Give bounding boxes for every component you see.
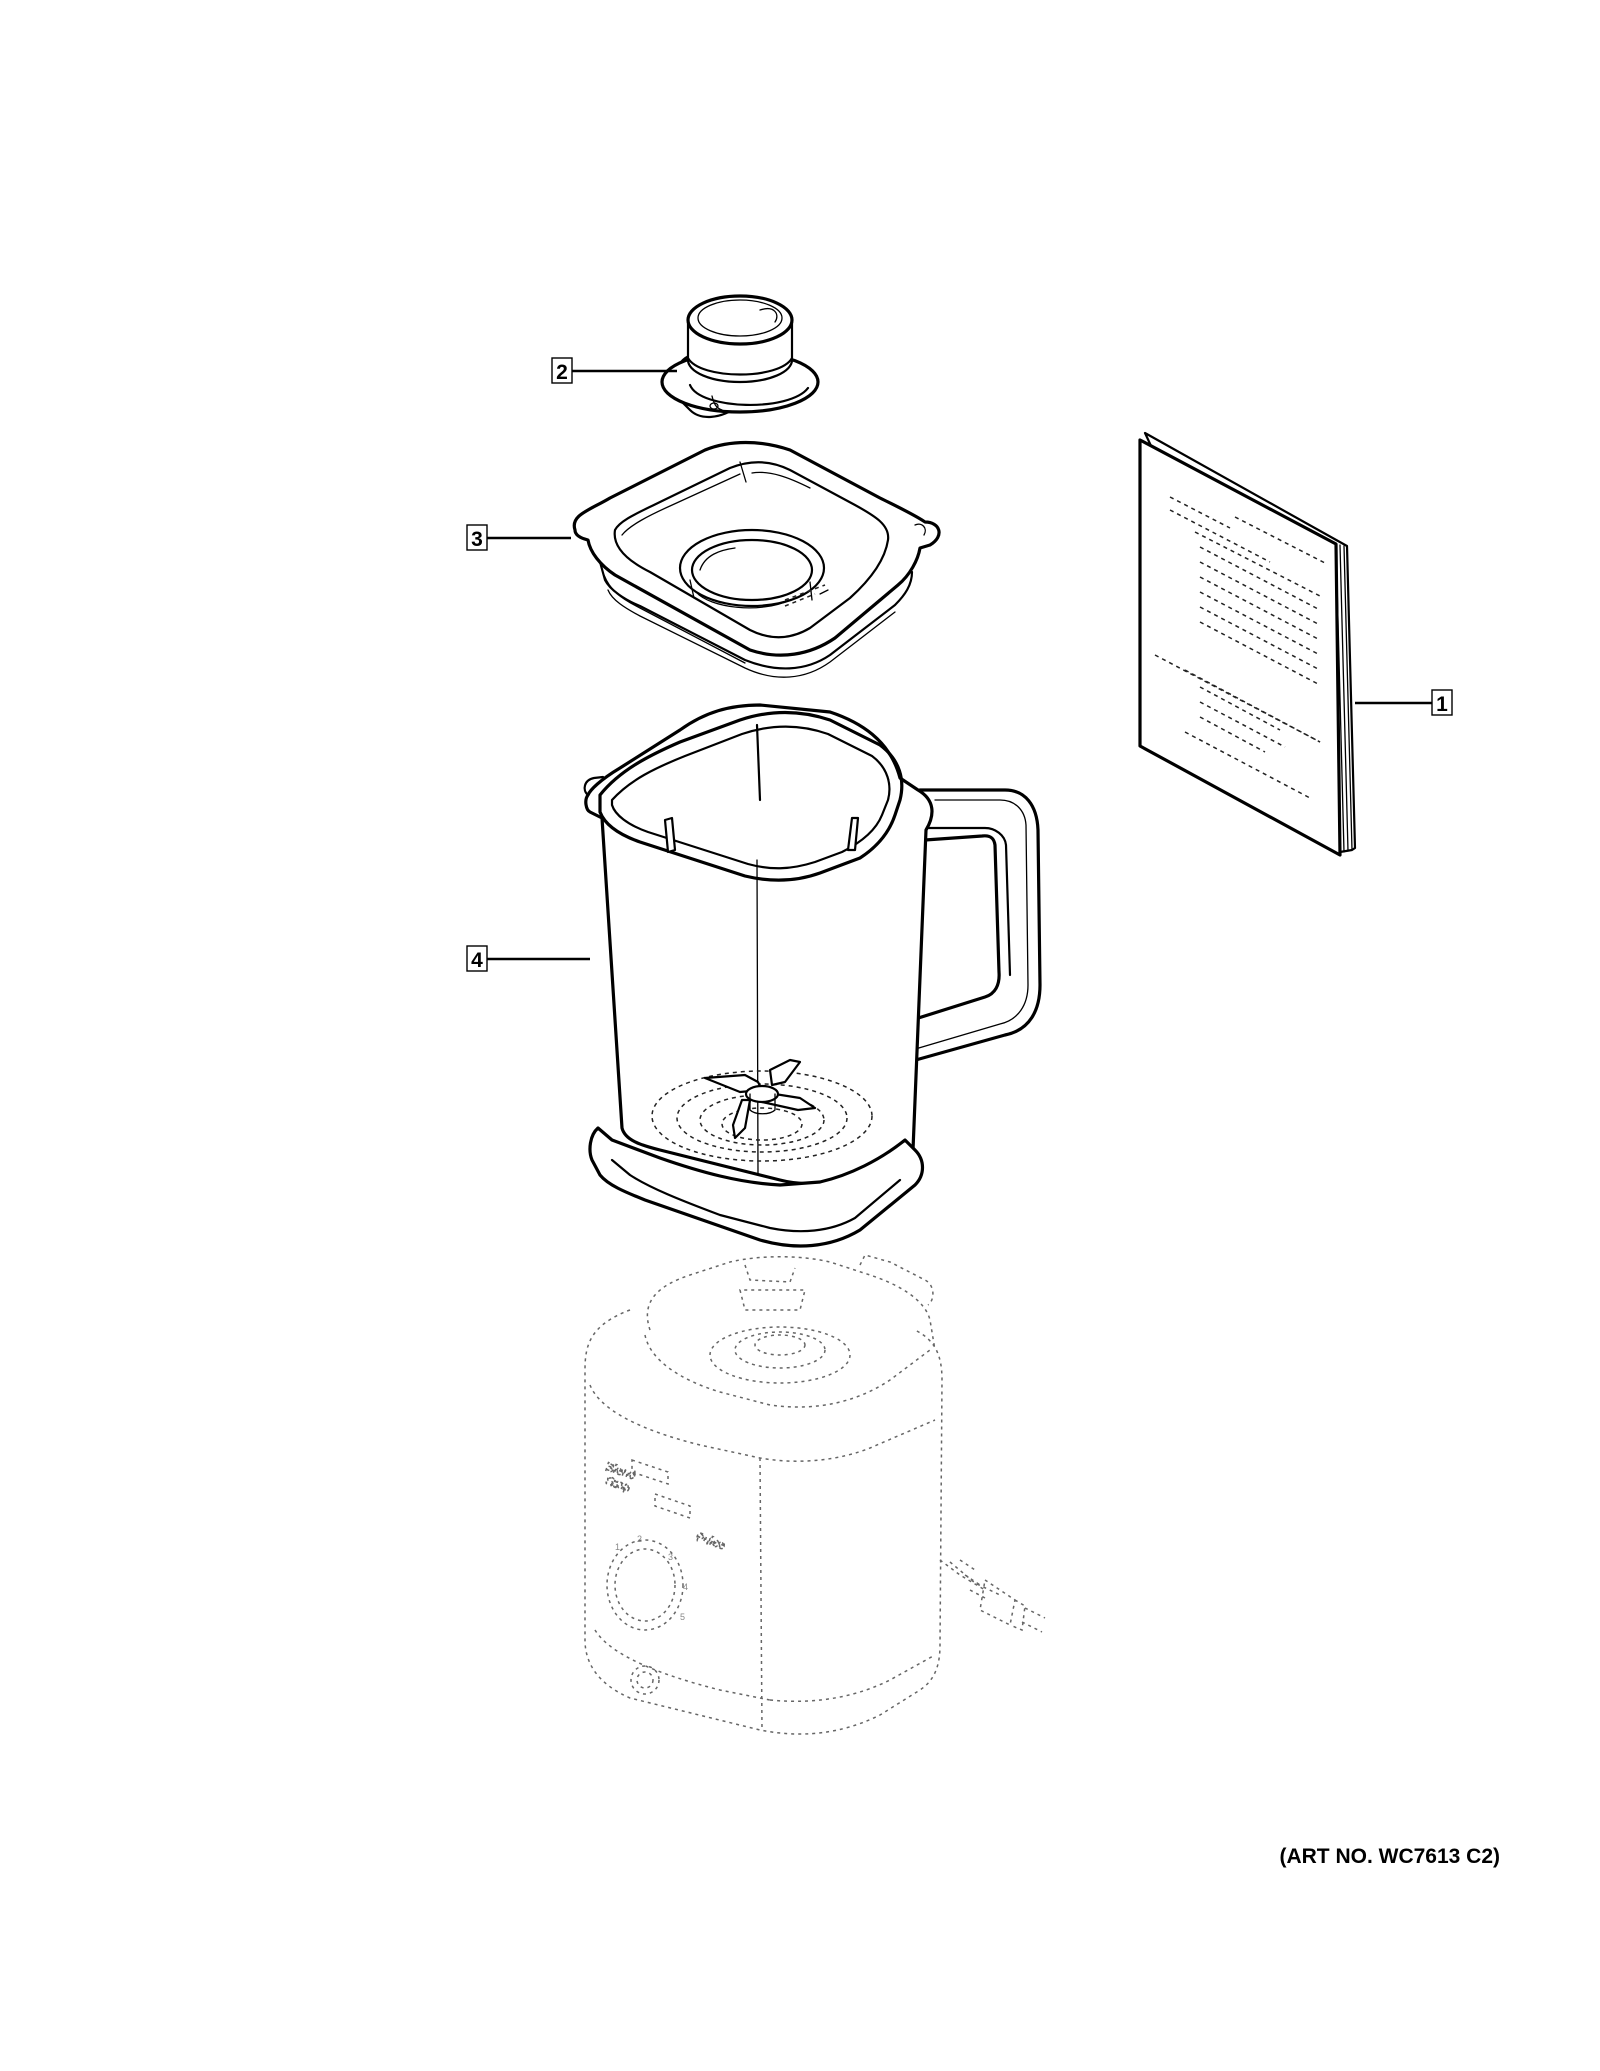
svg-text:2: 2 (556, 361, 568, 384)
art-number-caption: (ART NO. WC7613 C2) (1279, 1845, 1500, 1868)
svg-text:4: 4 (683, 1582, 688, 1592)
svg-text:1: 1 (615, 1542, 620, 1552)
svg-text:3: 3 (471, 528, 483, 551)
motor-base-reference: Blend Stop Pulse 1 2 3 4 5 (584, 1254, 1046, 1735)
callout-4: 4 (466, 945, 488, 972)
svg-text:1: 1 (1436, 693, 1448, 716)
callout-3: 3 (466, 524, 488, 551)
svg-text:4: 4 (471, 949, 483, 972)
svg-text:2: 2 (637, 1534, 642, 1544)
part-manual (1138, 431, 1357, 857)
callout-1: 1 (1431, 689, 1453, 716)
manual-text-lines (1154, 496, 1326, 799)
svg-text:5: 5 (680, 1612, 685, 1622)
ge-logo-icon (630, 1665, 660, 1695)
base-controls: Blend Stop Pulse 1 2 3 4 5 (603, 1459, 728, 1695)
blade-assembly (651, 1058, 873, 1162)
power-cord (939, 1559, 1046, 1633)
part-blender-jar (583, 703, 1042, 1248)
part-jar-lid (572, 440, 941, 678)
callout-2: 2 (551, 357, 573, 384)
part-lid-cap (660, 294, 820, 418)
svg-text:3: 3 (668, 1552, 673, 1562)
svg-text:Pulse: Pulse (694, 1530, 727, 1553)
